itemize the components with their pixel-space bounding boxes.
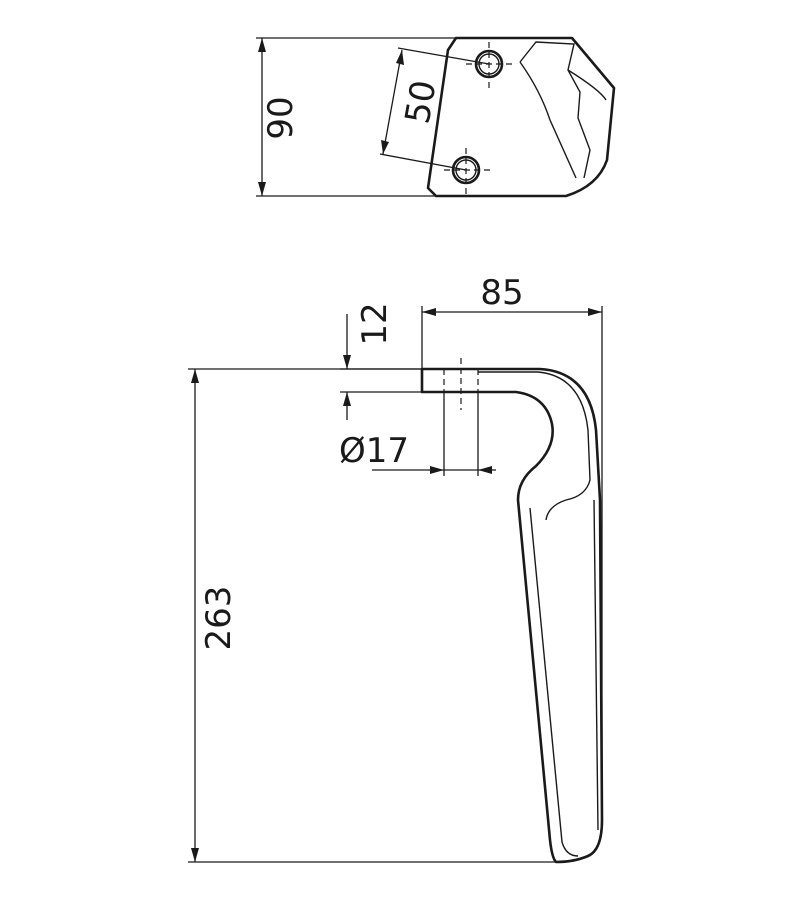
dim-50-label: 50 (398, 77, 445, 127)
dim-263-arrow-top (191, 369, 199, 383)
dim-12-arrow-bottom (343, 392, 351, 406)
dim-50-ext-bottom (379, 153, 467, 171)
top-view-outline (426, 36, 616, 198)
dim-50-line (382, 49, 403, 155)
dim-263-arrow-bottom (191, 848, 199, 862)
dim-85-arrow-right (588, 308, 602, 316)
dim-12-arrow-top (343, 355, 351, 369)
top-view-blade-edge (519, 61, 577, 179)
dim-12-label: 12 (355, 302, 395, 345)
top-view: 90 50 (256, 36, 616, 198)
dim-50-ext-top (397, 47, 490, 65)
side-view-outline (420, 367, 604, 864)
dim-90-label: 90 (261, 96, 301, 139)
side-view-bevel-upper (478, 371, 591, 521)
dim-90-arrow-bottom (258, 182, 266, 196)
top-view-blade-ridge (567, 69, 607, 101)
dim-17-arrow-left (430, 466, 444, 474)
dim-90-arrow-top (258, 38, 266, 52)
side-view: 85 12 Ø17 263 (188, 273, 604, 864)
dim-50-arrow-top (396, 50, 404, 65)
side-view-bevel-edge (593, 499, 599, 831)
dim-17-arrow-right (478, 466, 492, 474)
dim-85-arrow-left (422, 308, 436, 316)
dim-263-label: 263 (199, 586, 239, 651)
dim-85-label: 85 (480, 273, 523, 313)
dim-17-label: Ø17 (339, 431, 409, 471)
side-view-bevel-long (529, 507, 579, 857)
top-view-blade-surface (519, 41, 591, 179)
dim-50-arrow-bottom (381, 140, 389, 154)
